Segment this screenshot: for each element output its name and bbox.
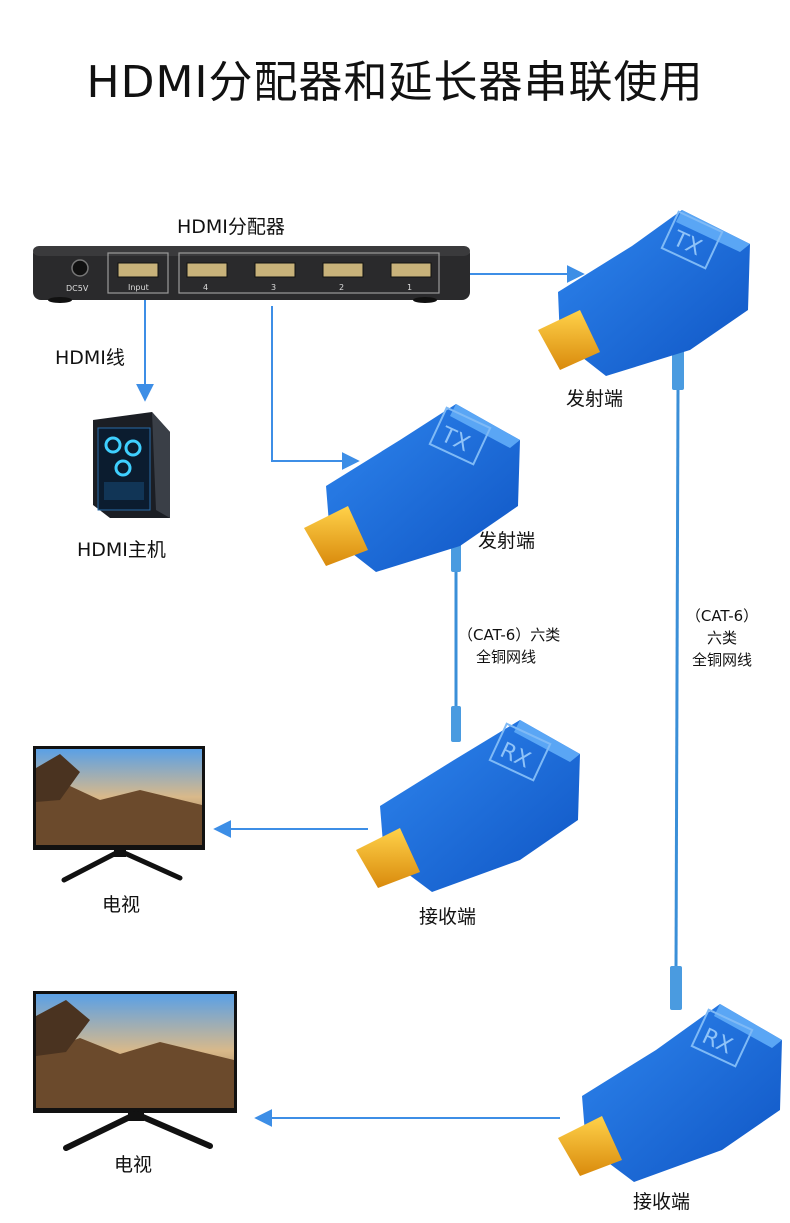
rx-extender-1: RX <box>356 720 580 892</box>
dc-power-label: DC5V <box>66 284 89 293</box>
arrow-to-tx2 <box>271 306 360 470</box>
tx1-label: 发射端 <box>566 388 624 410</box>
tx2-label: 发射端 <box>478 530 536 552</box>
output-port-4-icon <box>186 262 228 278</box>
hdmi-plug-icon <box>558 1116 622 1176</box>
tv2-label: 电视 <box>114 1154 153 1176</box>
port-label-2: 2 <box>339 283 345 292</box>
output-port-3-icon <box>254 262 296 278</box>
splitter-label: HDMI分配器 <box>177 216 285 238</box>
tv1-label: 电视 <box>102 894 141 916</box>
rx2-label: 接收端 <box>633 1191 691 1213</box>
hdmi-splitter <box>33 246 470 303</box>
tv-monitor-1 <box>33 746 205 883</box>
dc-jack-icon <box>71 259 89 277</box>
hdmi-plug-icon <box>304 506 368 566</box>
tx-extender-2: TX <box>304 404 520 572</box>
port-label-3: 3 <box>271 283 277 292</box>
cable-right <box>674 389 680 969</box>
host-label: HDMI主机 <box>77 539 166 561</box>
rx-extender-2: RX <box>558 1004 782 1182</box>
tv-monitor-2 <box>33 991 237 1151</box>
cable-right-caption: （CAT-6） 六类 全铜网线 <box>672 605 772 671</box>
input-port-label: Input <box>128 283 149 292</box>
page-title: HDMI分配器和延长器串联使用 <box>86 57 704 108</box>
port-label-4: 4 <box>203 283 209 292</box>
network-cables <box>451 350 684 1010</box>
cable-left-line1: （CAT-6）六类 <box>458 626 561 644</box>
cable-right-line2: 六类 <box>706 629 737 647</box>
hdmi-plug-icon <box>538 310 600 370</box>
tx-extender-1: TX <box>538 210 750 376</box>
cable-left-caption: （CAT-6）六类 全铜网线 <box>432 624 612 668</box>
cable-right-line3: 全铜网线 <box>691 651 752 669</box>
pc-host <box>93 412 170 518</box>
output-port-2-icon <box>322 262 364 278</box>
cable-left-line2: 全铜网线 <box>476 648 537 666</box>
input-port-icon <box>117 262 159 278</box>
output-port-1-icon <box>390 262 432 278</box>
signal-arrows <box>136 265 585 1127</box>
port-label-1: 1 <box>407 283 413 292</box>
rx1-label: 接收端 <box>419 906 477 928</box>
cable-right-line1: （CAT-6） <box>685 607 759 625</box>
hdmi-plug-icon <box>356 828 420 888</box>
hdmi-cable-label: HDMI线 <box>55 347 125 369</box>
